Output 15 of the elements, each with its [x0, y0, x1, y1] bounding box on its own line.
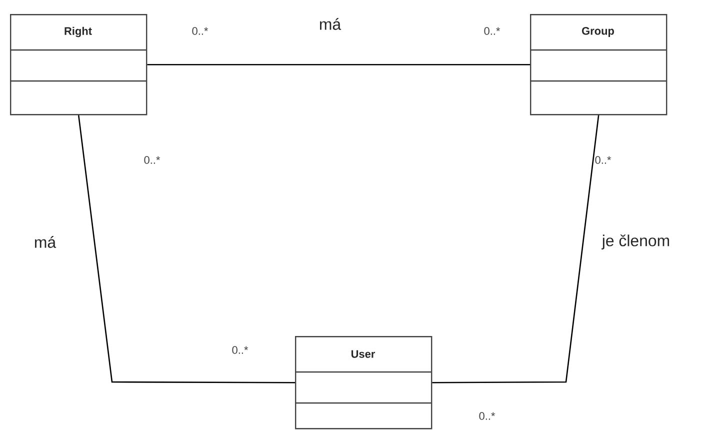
association-line — [432, 115, 600, 384]
association-line — [147, 64, 530, 66]
multiplicity-label: 0..* — [595, 156, 612, 164]
class-box: Group — [530, 14, 668, 116]
association-line — [78, 115, 295, 384]
multiplicity-label: 0..* — [192, 27, 208, 35]
edge-label: má — [318, 17, 342, 31]
multiplicity-label: 0..* — [484, 27, 500, 35]
multiplicity-label: 0..* — [479, 412, 496, 420]
class-box: Right — [10, 14, 148, 116]
multiplicity-label: 0..* — [144, 156, 160, 164]
multiplicity-label: 0..* — [232, 346, 248, 354]
edge-label: má — [32, 235, 58, 249]
edge-label: je členom — [600, 234, 672, 250]
class-box: User — [295, 336, 432, 430]
